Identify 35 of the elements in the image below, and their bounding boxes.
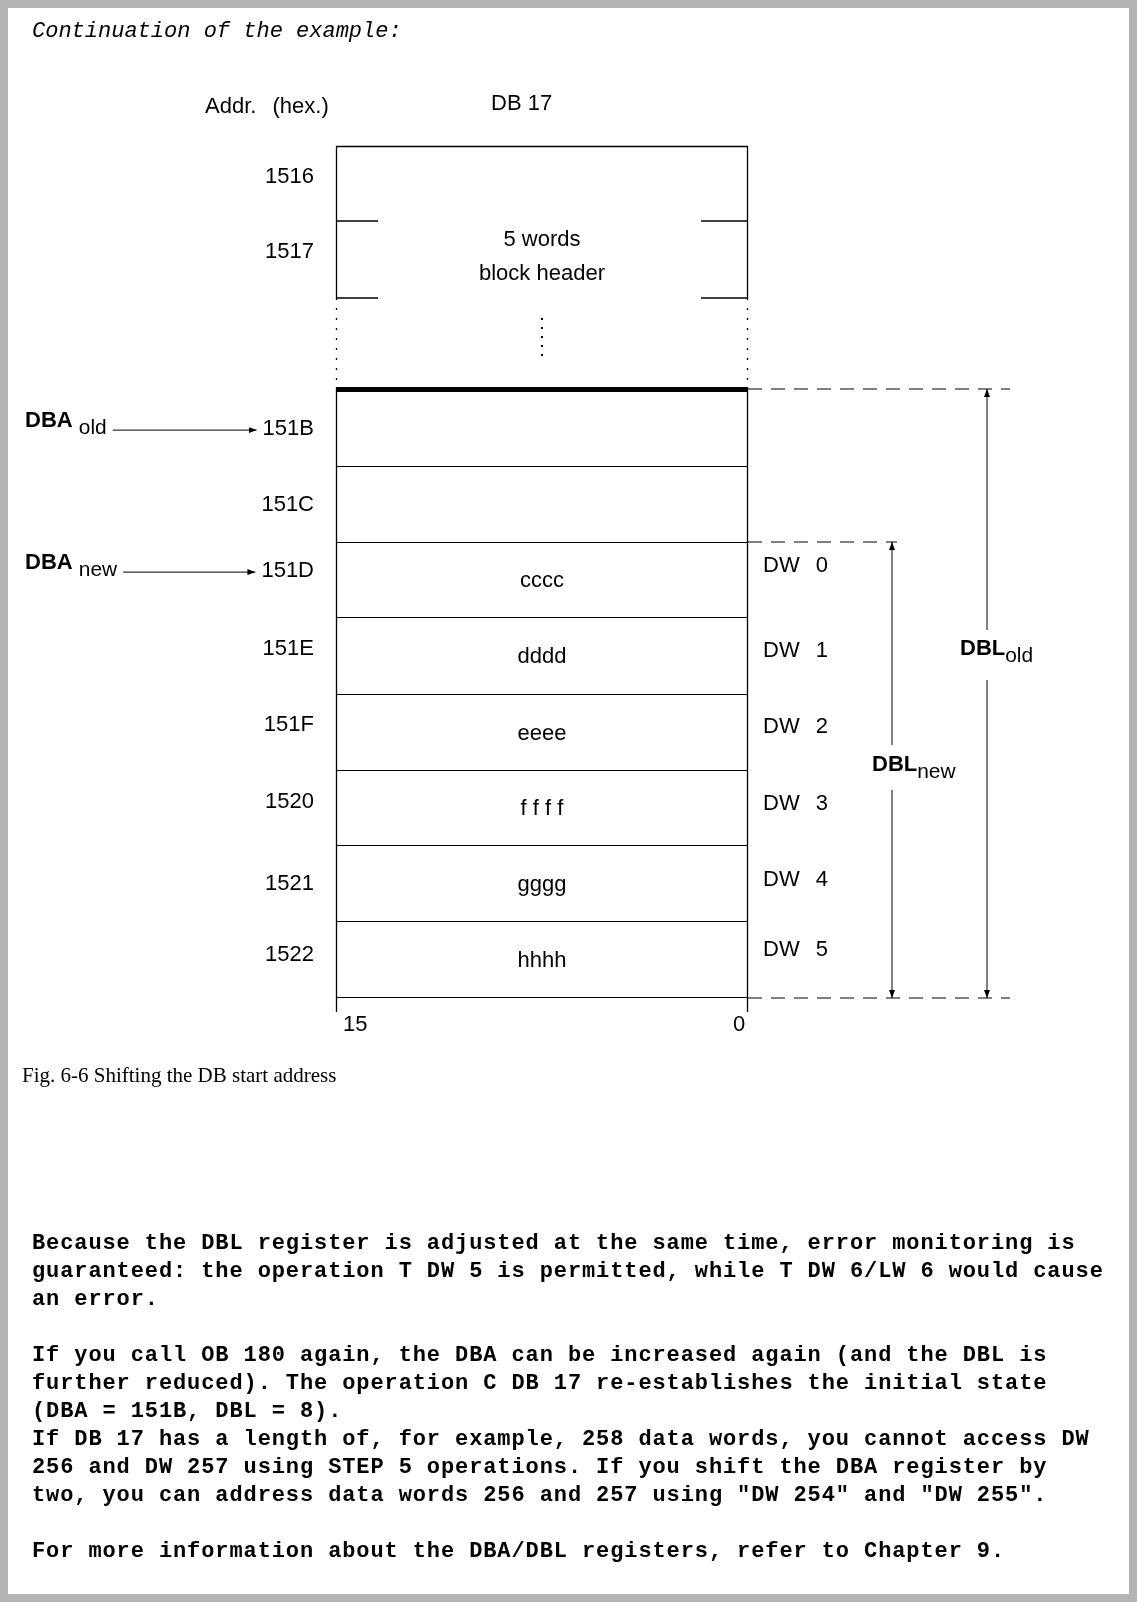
block-heading: DB 17	[491, 91, 553, 116]
address-label: 151B	[214, 416, 314, 441]
figure-caption: Fig. 6-6 Shifting the DB start address	[22, 1064, 337, 1088]
body-paragraph: For more information about the DBA/DBL registers, refer to Chapter 9.	[32, 1538, 1007, 1566]
memory-cell: dddd	[336, 617, 748, 694]
body-paragraph: If you call OB 180 again, the DBA can be increased again (and the DBL is further reduced). The operation C DB 17 re-establishes the initial state (DBA = 151B, DBL = 8).	[32, 1342, 1049, 1426]
header-text: 5 words block header	[477, 222, 607, 291]
memory-cell: eeee	[336, 694, 748, 770]
body-paragraph: If DB 17 has a length of, for example, 258 data words, you cannot access DW 256 and DW 257 using STEP 5 operations. If you shift the DBA register by two, you can address data words 256 and 257 using "DW 254" and "DW 255".	[32, 1426, 1091, 1510]
text-label: Addr. (hex.)	[205, 94, 329, 119]
text-label: DW 3	[763, 791, 828, 816]
address-label: 151C	[260, 492, 314, 517]
address-label: 1520	[264, 789, 314, 814]
memory-cell: hhhh	[336, 921, 748, 998]
body-paragraph: Because the DBL register is adjusted at the same time, error monitoring is guaranteed: the operation T DW 5 is permitted, while T DW 6/LW 6 would cause an error.	[32, 1230, 1105, 1314]
memory-cell: f f f f	[336, 770, 748, 845]
text-label: 15	[343, 1012, 368, 1037]
memory-cell: cccc	[336, 542, 748, 617]
section-heading: Continuation of the example:	[32, 20, 402, 45]
address-label: 1517	[264, 239, 314, 264]
text-label: 0	[733, 1012, 746, 1037]
address-label: 1521	[264, 871, 314, 896]
text-label: DW 5	[763, 937, 828, 962]
address-label: 151F	[262, 712, 314, 737]
text-label: DW 1	[763, 638, 828, 663]
text-label: DW 4	[763, 867, 828, 892]
arrow	[122, 569, 256, 576]
address-label: 151D	[214, 558, 314, 583]
memory-cell: gggg	[336, 845, 748, 921]
address-label: 151E	[261, 636, 314, 661]
text-label: DW 2	[763, 714, 828, 739]
address-label: 1522	[264, 942, 314, 967]
address-label: 1516	[264, 164, 314, 189]
arrow	[112, 427, 258, 434]
text-label: DW 0	[763, 553, 828, 578]
